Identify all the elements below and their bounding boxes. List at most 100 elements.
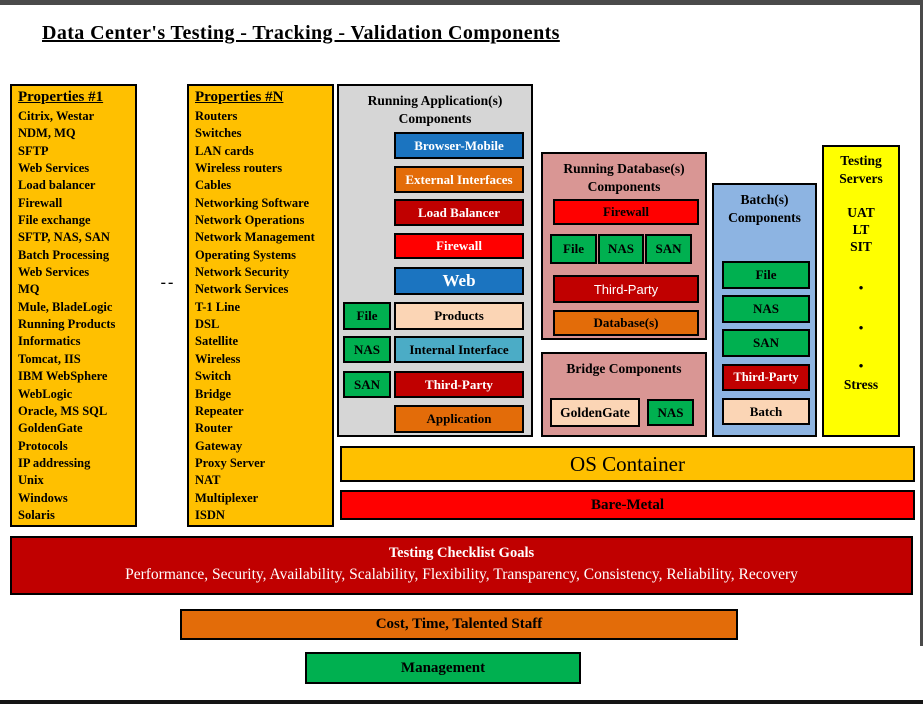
properties-1-item: Running Products <box>18 317 116 332</box>
properties-n-item: Router <box>195 421 233 436</box>
properties-n-item: Multiplexer <box>195 490 259 505</box>
properties-1-item: MQ <box>18 282 40 297</box>
right-window-edge <box>920 0 923 646</box>
bullet-3: • <box>858 358 864 373</box>
batch-nas-box: NAS <box>722 295 810 323</box>
properties-n-item: ISDN <box>195 507 225 522</box>
bridge-components-panel: Bridge Components GoldenGate NAS <box>541 352 707 437</box>
properties-1-item: IBM WebSphere <box>18 369 108 384</box>
testing-environment-item: LT <box>852 222 870 237</box>
properties-n-item: Gateway <box>195 438 243 453</box>
batch-san-box: SAN <box>722 329 810 357</box>
load-balancer-box: Load Balancer <box>394 199 524 226</box>
db-firewall-box: Firewall <box>553 199 699 225</box>
internal-interface-box: Internal Interface <box>394 336 524 363</box>
browser-mobile-box: Browser-Mobile <box>394 132 524 159</box>
db-third-party-box: Third-Party <box>553 275 699 303</box>
cost-time-staff-bar: Cost, Time, Talented Staff <box>180 609 738 640</box>
bridge-components-title: Bridge Components <box>566 361 682 376</box>
properties-n-title: Properties #N <box>195 89 284 105</box>
properties-1-item: Protocols <box>18 438 68 453</box>
testing-environment-item: SIT <box>850 239 872 254</box>
running-databases-title: Running Database(s) Components <box>563 161 685 194</box>
page-title: Data Center's Testing - Tracking - Valid… <box>42 22 560 44</box>
properties-1-item: GoldenGate <box>18 421 83 436</box>
bare-metal-bar: Bare-Metal <box>340 490 915 520</box>
properties-1-item: Oracle, MS SQL <box>18 403 108 418</box>
properties-n-item: Switch <box>195 369 232 384</box>
properties-n-item: T-1 Line <box>195 299 241 314</box>
properties-1-item: WebLogic <box>18 386 73 401</box>
properties-1-item: Tomcat, IIS <box>18 351 81 366</box>
properties-1-item: Informatics <box>18 334 81 349</box>
app-third-party-box: Third-Party <box>394 371 524 398</box>
goldengate-box: GoldenGate <box>550 398 640 427</box>
running-applications-panel: Running Application(s) Components Browse… <box>337 84 533 437</box>
properties-n-item: NAT <box>195 473 221 488</box>
properties-1-item: NDM, MQ <box>18 126 76 141</box>
management-bar: Management <box>305 652 581 684</box>
properties-n-item: LAN cards <box>195 143 254 158</box>
properties-n-item: Wireless routers <box>195 161 283 176</box>
bullet-2: • <box>858 320 864 335</box>
testing-servers-title: Testing Servers <box>839 153 883 186</box>
running-databases-panel: Running Database(s) Components Firewall … <box>541 152 707 340</box>
databases-box: Database(s) <box>553 310 699 336</box>
app-file-box: File <box>343 302 391 330</box>
checklist-title: Testing Checklist Goals <box>388 545 535 561</box>
products-box: Products <box>394 302 524 330</box>
properties-n-item: Satellite <box>195 334 239 349</box>
testing-environments-list: UAT LT SIT <box>824 204 898 255</box>
properties-n-item: DSL <box>195 317 220 332</box>
os-container-bar: OS Container <box>340 446 915 482</box>
bullet-1: • <box>858 280 864 295</box>
app-nas-box: NAS <box>343 336 391 363</box>
properties-1-item: Windows <box>18 490 68 505</box>
properties-1-item: IP addressing <box>18 455 91 470</box>
properties-n-item: Network Management <box>195 230 315 245</box>
properties-1-item: Mule, BladeLogic <box>18 299 113 314</box>
properties-1-item: Web Services <box>18 161 90 176</box>
app-firewall-box: Firewall <box>394 233 524 259</box>
properties-n-item: Routers <box>195 109 238 123</box>
batch-third-party-box: Third-Party <box>722 364 810 391</box>
batch-box: Batch <box>722 398 810 425</box>
external-interfaces-box: External Interfaces <box>394 166 524 193</box>
db-nas-box: NAS <box>598 234 644 264</box>
properties-1-item: Solaris <box>18 507 55 522</box>
testing-checklist-goals-bar: Testing Checklist Goals Performance, Sec… <box>10 536 913 595</box>
running-applications-title: Running Application(s) Components <box>367 93 503 126</box>
properties-n-item: Operating Systems <box>195 247 297 262</box>
properties-n-item: Switches <box>195 126 242 141</box>
testing-servers-panel: Testing Servers UAT LT SIT • • • Stress <box>822 145 900 437</box>
properties-1-item: Unix <box>18 473 44 488</box>
properties-1-item: SFTP <box>18 143 49 158</box>
properties-1-item: Citrix, Westar <box>18 109 95 123</box>
batch-components-panel: Batch(s) Components File NAS SAN Third-P… <box>712 183 817 437</box>
batch-file-box: File <box>722 261 810 289</box>
top-window-edge <box>0 0 923 5</box>
properties-n-item: Network Services <box>195 282 289 297</box>
properties-1-item: SFTP, NAS, SAN <box>18 230 110 245</box>
properties-n-item: Networking Software <box>195 195 309 210</box>
properties-n-item: Cables <box>195 178 232 193</box>
properties-n-item: Bridge <box>195 386 232 401</box>
bottom-window-edge <box>0 700 923 704</box>
application-box: Application <box>394 405 524 433</box>
properties-1-item: Batch Processing <box>18 247 110 262</box>
properties-n-item: Network Security <box>195 265 290 280</box>
app-san-box: SAN <box>343 371 391 398</box>
bridge-nas-box: NAS <box>647 399 694 426</box>
checklist-goals: Performance, Security, Availability, Sca… <box>125 566 798 583</box>
testing-environment-item: UAT <box>847 205 875 220</box>
properties-1-item: File exchange <box>18 213 91 228</box>
properties-1-item: Firewall <box>18 195 63 210</box>
stress-label: Stress <box>843 377 879 392</box>
properties-n-item: Wireless <box>195 351 241 366</box>
properties-1-title: Properties #1 <box>18 89 104 105</box>
batch-components-title: Batch(s) Components <box>728 192 801 225</box>
